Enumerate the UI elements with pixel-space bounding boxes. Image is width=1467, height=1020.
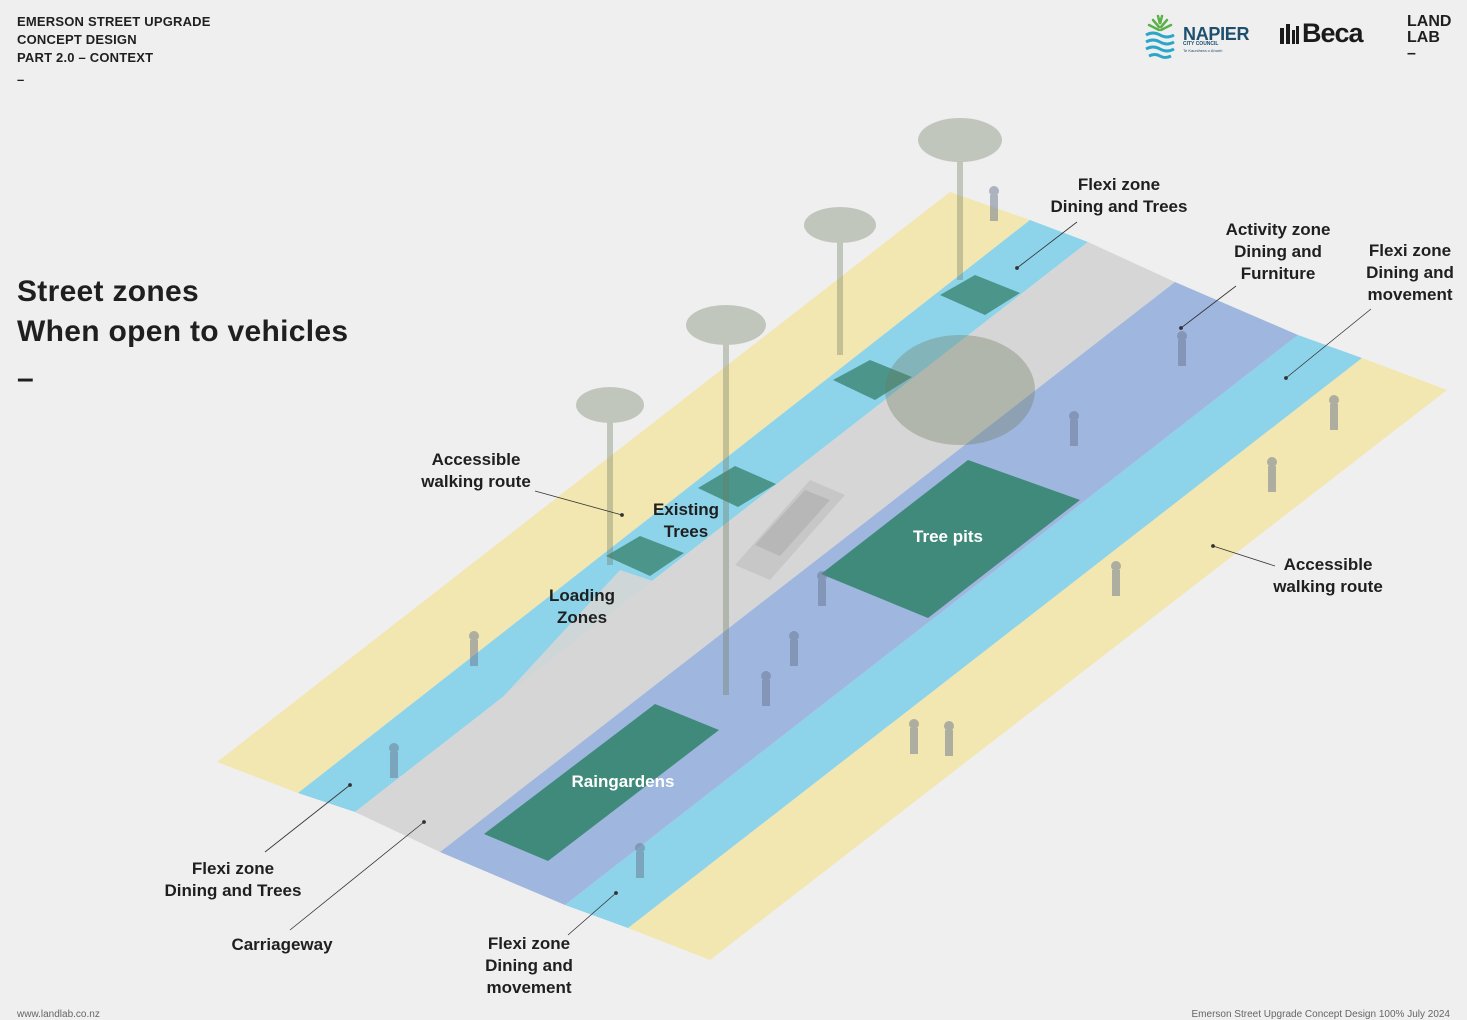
label-flexi-bl-1: Flexi zone <box>192 859 274 878</box>
existing-tree-pit-2 <box>833 360 912 400</box>
beca-logo: Beca <box>1280 18 1370 50</box>
existing-tree-pit-1 <box>940 275 1020 315</box>
title-line-2: When open to vehicles <box>17 315 349 348</box>
label-carriageway: Carriageway <box>231 935 333 954</box>
label-activity-2: Dining and <box>1234 242 1322 261</box>
label-accessible-left-1: Accessible <box>432 450 521 469</box>
people-figures <box>389 186 1339 878</box>
flexi-zone-left <box>298 220 1088 812</box>
landlab-dash: – <box>1407 45 1416 62</box>
project-title: EMERSON STREET UPGRADE <box>17 14 211 29</box>
label-flexi-bl-2: Dining and Trees <box>165 881 302 900</box>
existing-tree-pit-4 <box>606 536 684 576</box>
loading-zone <box>500 570 665 715</box>
label-accessible-left-2: walking route <box>420 472 531 491</box>
napier-logo: NAPIER CITY COUNCIL Te Kaunihera o Ahuri… <box>1143 14 1253 64</box>
napier-tagline: Te Kaunihera o Ahuriri <box>1183 48 1223 53</box>
walking-route-right-zone <box>628 358 1447 960</box>
label-flexi-top-1: Flexi zone <box>1078 175 1160 194</box>
label-loading-1: Loading <box>549 586 615 605</box>
napier-emblem-icon <box>1145 14 1175 59</box>
tree-pits-zone <box>821 460 1080 618</box>
label-flexi-right-1: Flexi zone <box>1369 241 1451 260</box>
label-raingardens: Raingardens <box>572 772 675 791</box>
header-dash: – <box>17 72 25 87</box>
walking-route-left-zone <box>217 192 1030 793</box>
napier-sub: CITY COUNCIL <box>1183 41 1219 47</box>
label-loading-2: Zones <box>557 608 607 627</box>
title-line-1: Street zones <box>17 275 199 308</box>
beca-mark-icon <box>1280 24 1299 44</box>
section-name: PART 2.0 – CONTEXT <box>17 50 154 65</box>
label-flexi-bm-1: Flexi zone <box>488 934 570 953</box>
label-tree-pits: Tree pits <box>913 527 983 546</box>
napier-name: NAPIER <box>1183 24 1250 44</box>
leader-lines <box>264 221 1372 936</box>
label-flexi-right-2: Dining and <box>1366 263 1454 282</box>
document-type: CONCEPT DESIGN <box>17 32 137 47</box>
document-header: EMERSON STREET UPGRADE CONCEPT DESIGN PA… <box>17 13 211 67</box>
footer-website: www.landlab.co.nz <box>17 1009 100 1020</box>
footer-document-info: Emerson Street Upgrade Concept Design 10… <box>1191 1009 1450 1020</box>
title-dash: – <box>17 362 34 395</box>
palm-trees <box>576 118 1035 695</box>
label-flexi-bm-2: Dining and <box>485 956 573 975</box>
label-flexi-bm-3: movement <box>486 978 571 997</box>
label-flexi-top-2: Dining and Trees <box>1051 197 1188 216</box>
label-existing-trees-1: Existing <box>653 500 719 519</box>
existing-tree-pit-3 <box>698 466 776 507</box>
beca-name: Beca <box>1302 18 1364 48</box>
parked-car <box>735 480 845 580</box>
landlab-line-2: LAB <box>1407 29 1440 46</box>
label-accessible-right-2: walking route <box>1272 577 1383 596</box>
label-accessible-right-1: Accessible <box>1284 555 1373 574</box>
raingardens-zone <box>484 704 719 861</box>
label-activity-3: Furniture <box>1241 264 1316 283</box>
flexi-zone-right <box>565 335 1362 928</box>
page-title: Street zones When open to vehicles <box>17 272 348 352</box>
label-activity-1: Activity zone <box>1226 220 1331 239</box>
landlab-logo: LAND LAB – <box>1407 14 1451 62</box>
label-flexi-right-3: movement <box>1367 285 1452 304</box>
label-existing-trees-2: Trees <box>664 522 708 541</box>
zone-labels: Flexi zone Dining and Trees Activity zon… <box>165 175 1454 997</box>
landlab-line-1: LAND <box>1407 13 1452 30</box>
